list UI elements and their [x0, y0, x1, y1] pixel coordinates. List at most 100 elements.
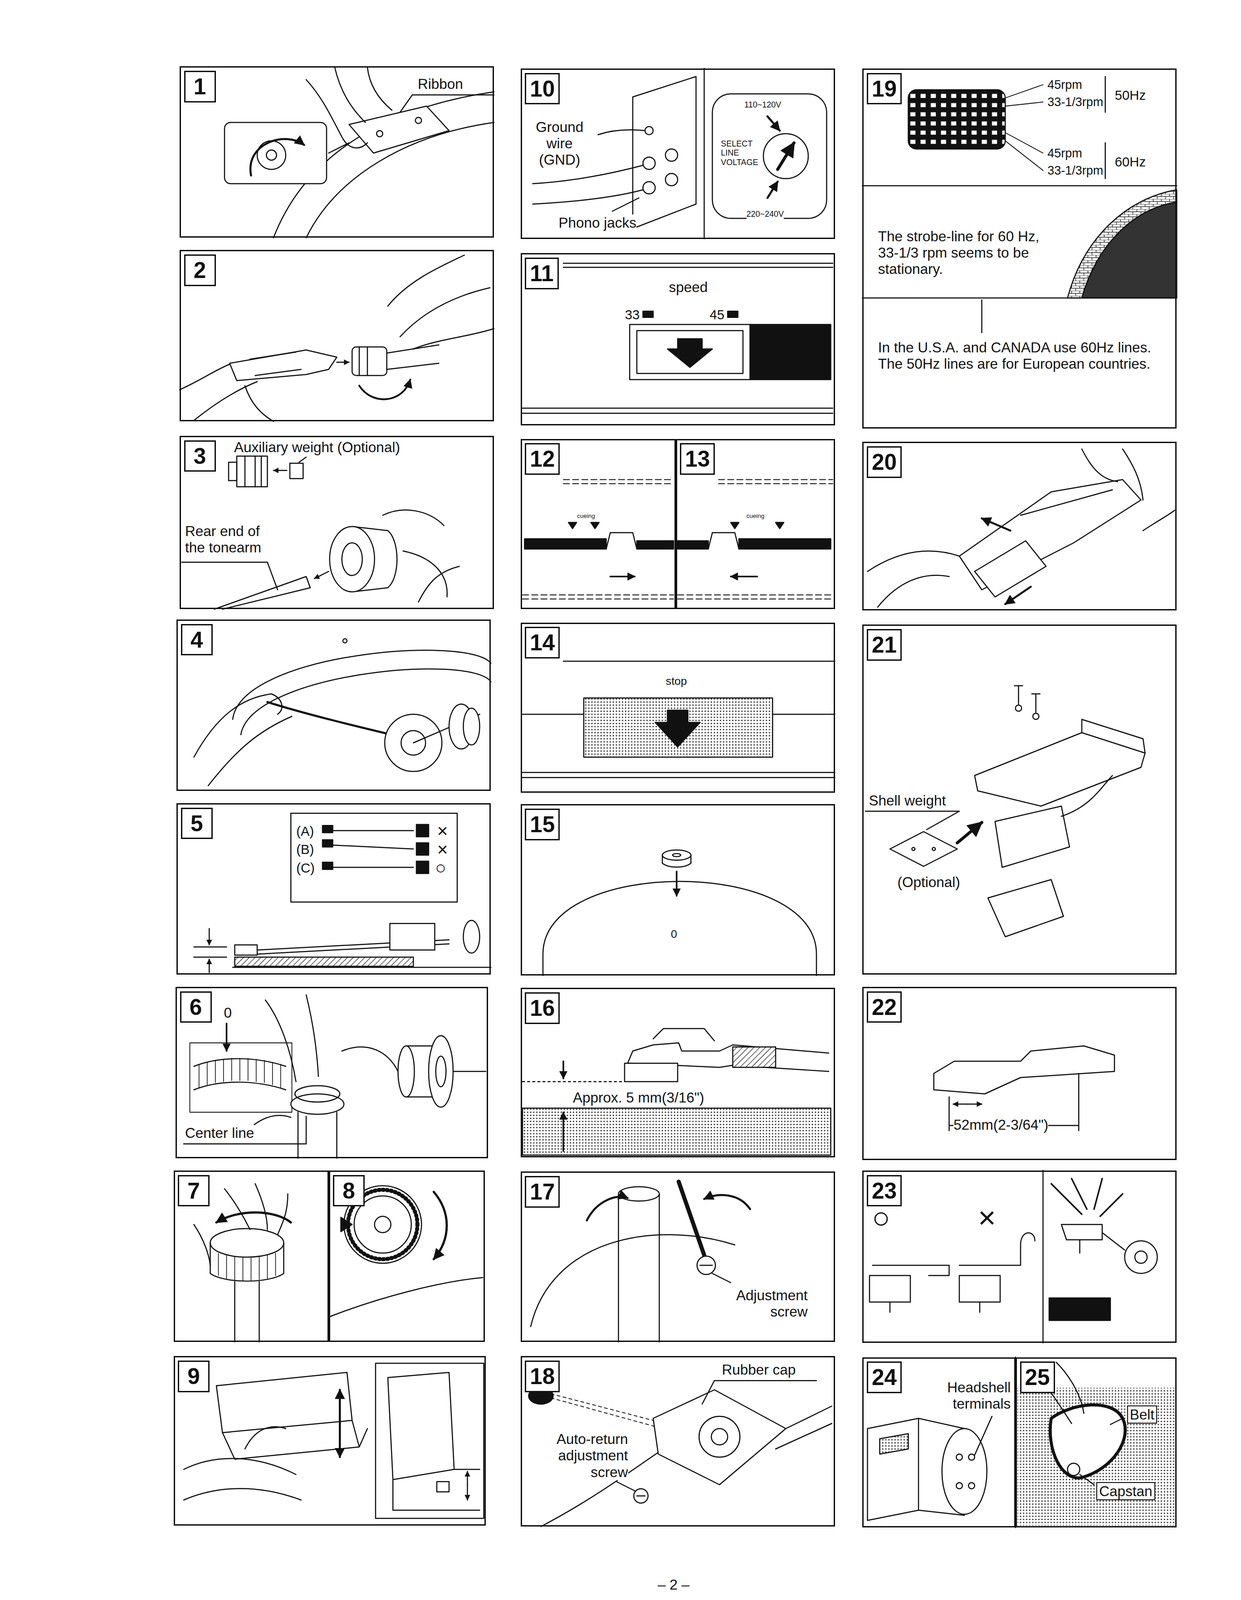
step-panel: 13cueing — [675, 439, 836, 610]
step-panel: 25BeltCapstan — [1015, 1357, 1178, 1529]
step-number: 22 — [866, 991, 902, 1024]
sketch-line — [1005, 84, 1043, 171]
part-label: 60Hz — [1114, 154, 1146, 171]
sketch-line — [632, 76, 697, 229]
step-panel: 150 — [520, 804, 836, 976]
part-label: Phono jacks — [558, 214, 637, 231]
sketch-line — [738, 538, 831, 550]
step-number: 8 — [332, 1175, 365, 1207]
sketch-line — [974, 541, 1047, 598]
sketch-line — [678, 1182, 704, 1256]
sketch-line — [583, 698, 773, 758]
sketch-line — [953, 1103, 968, 1105]
sketch-line — [522, 661, 836, 778]
sketch-line — [338, 1423, 342, 1458]
part-label: SELECT LINE VOLTAGE — [720, 139, 762, 168]
sketch-line — [322, 825, 333, 833]
sketch-line — [522, 263, 833, 414]
sketch-line — [933, 1045, 1115, 1095]
sketch-line — [1020, 489, 1113, 516]
sketch-line — [568, 522, 600, 529]
sketch-line — [244, 995, 399, 1134]
sketch-line — [328, 142, 350, 154]
sketch-line — [522, 479, 833, 600]
sketch-line — [1015, 705, 1022, 712]
step-panel: 23○× — [862, 1170, 1177, 1344]
sketch-line — [208, 959, 210, 973]
sketch-line — [959, 1275, 1001, 1303]
sketch-line — [314, 571, 329, 579]
sketch-line — [636, 541, 674, 550]
step-number: 23 — [866, 1175, 902, 1207]
step-number: 1 — [184, 70, 216, 103]
step-number: 17 — [524, 1176, 560, 1208]
sketch-line — [1124, 1241, 1158, 1274]
sketch-line — [987, 879, 1064, 938]
sketch-line — [416, 843, 429, 856]
step-panel: 60Center line — [175, 986, 489, 1159]
step-panel: 21Shell weight(Optional) — [862, 624, 1177, 975]
step-number: 11 — [524, 257, 559, 290]
sketch-line — [1050, 1405, 1126, 1479]
sketch-line — [562, 1061, 565, 1079]
part-label: Ribbon — [417, 75, 464, 93]
sketch-line — [636, 1495, 645, 1497]
sketch-line — [532, 165, 644, 205]
part-label: Adjustment screw — [705, 1287, 808, 1320]
sketch-line — [1081, 202, 1177, 299]
sketch-line — [1017, 1387, 1175, 1526]
sketch-line — [228, 462, 237, 481]
sketch-line — [862, 297, 1177, 299]
part-label: 45rpm — [1047, 78, 1083, 93]
part-label: Belt — [1127, 1405, 1158, 1424]
sketch-line — [289, 463, 303, 479]
sketch-line — [208, 928, 210, 946]
sketch-line — [298, 1112, 338, 1159]
sketch-line — [889, 831, 958, 867]
part-label: Rubber cap — [722, 1361, 797, 1378]
step-number: 25 — [1020, 1361, 1056, 1394]
sketch-line — [390, 923, 435, 951]
part-label: 33 — [625, 307, 641, 323]
step-number: 12 — [524, 443, 560, 475]
sketch-line — [711, 1428, 728, 1446]
sketch-line — [598, 129, 646, 135]
sketch-line — [662, 850, 691, 861]
sketch-line — [1005, 586, 1031, 605]
sketch-line — [224, 122, 327, 184]
part-label: speed — [669, 278, 709, 296]
part-label: (A) — [296, 824, 314, 840]
sketch-line — [328, 845, 414, 850]
sketch-line — [294, 1085, 340, 1103]
sketch-line — [183, 1426, 302, 1501]
sketch-line — [387, 1372, 480, 1511]
part-label: Auxiliary weight (Optional) — [234, 439, 401, 456]
sketch-line — [375, 1363, 484, 1519]
sketch-line — [1049, 1298, 1111, 1321]
page-number: – 2 – — [657, 1576, 690, 1594]
sketch-line — [463, 708, 480, 746]
sketch-line — [341, 1217, 353, 1232]
sketch-line — [727, 311, 738, 318]
step-panel: 14stop — [520, 622, 836, 794]
sketch-line — [968, 1454, 975, 1461]
step-panel: 8 — [328, 1170, 485, 1343]
part-label: The strobe-line for 60 Hz, 33-1/3 rpm se… — [878, 228, 1061, 278]
sketch-line — [306, 67, 392, 149]
sketch-line — [995, 806, 1070, 868]
sketch-line — [932, 847, 936, 851]
sketch-line — [867, 449, 1175, 608]
part-label: cueing — [576, 512, 596, 520]
sketch-line — [653, 1390, 787, 1486]
sketch-line — [908, 89, 1006, 150]
step-panel: 1 Ribbon — [179, 66, 494, 238]
part-label: Shell weight — [869, 792, 947, 809]
sketch-line — [199, 1058, 281, 1088]
sketch-line — [266, 150, 277, 161]
sketch-line — [416, 861, 429, 874]
sketch-line — [959, 1232, 1036, 1266]
step-panel: 10Ground wire (GND)Phono jacks110~120VSE… — [520, 68, 836, 240]
sketch-line — [708, 532, 740, 550]
sketch-line — [586, 1197, 628, 1221]
